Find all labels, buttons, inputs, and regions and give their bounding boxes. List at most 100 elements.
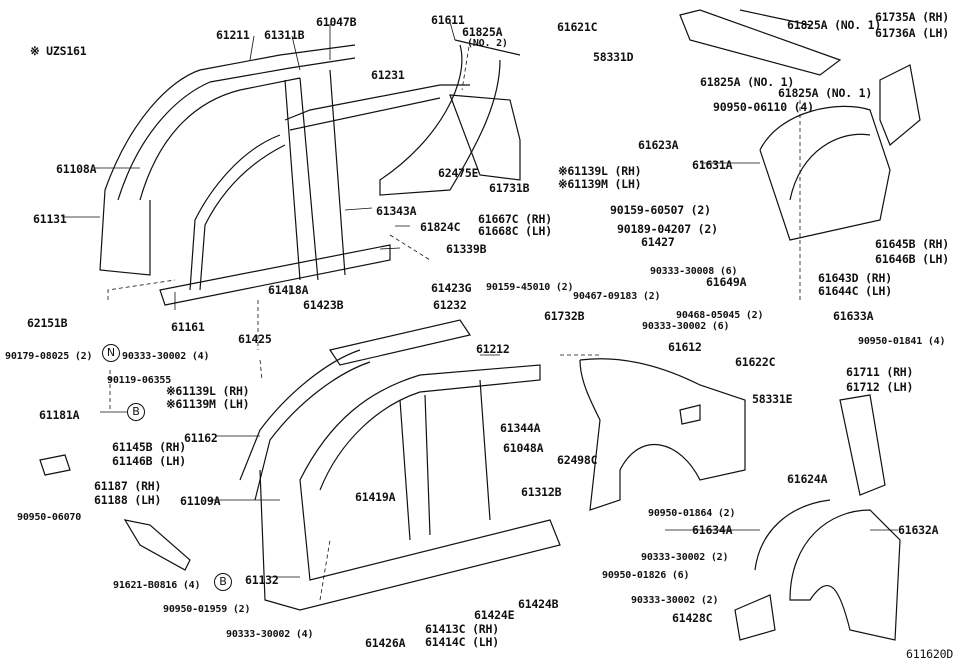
part-label: 61825A (NO. 1) (787, 18, 882, 32)
part-label: ※61139M (LH) (166, 397, 250, 411)
part-label: 61145B (RH) (112, 440, 186, 454)
center-pillar (284, 69, 346, 281)
part-label: 61632A (898, 523, 939, 537)
part-label: 61231 (371, 68, 405, 82)
part-label: 90333-30002 (6) (642, 321, 730, 332)
part-label: 61667C (RH) (478, 212, 552, 226)
part-label: (NO. 2) (467, 38, 508, 49)
part-label: 61631A (692, 158, 733, 172)
part-label: 90333-30008 (6) (650, 266, 738, 277)
part-label: 61624A (787, 472, 828, 486)
part-label: 91621-B0816 (4) (113, 580, 201, 591)
part-label: 61825A (NO. 1) (778, 86, 873, 100)
part-label: 90950-06070 (17, 512, 82, 523)
part-label: 61735A (RH) (875, 10, 949, 24)
roof-rail-inner (284, 84, 470, 131)
part-label: 61712 (LH) (846, 380, 914, 394)
part-label: 61414C (LH) (425, 635, 499, 649)
model-note: ※ UZS161 (30, 44, 87, 58)
cowl-side-bracket (39, 454, 71, 476)
part-label: 90950-01959 (2) (163, 604, 251, 615)
part-label: 61419A (355, 490, 396, 504)
part-label: 61343A (376, 204, 417, 218)
part-label: 61731B (489, 181, 530, 195)
part-label: ※61139L (RH) (558, 164, 642, 178)
part-label: 61312B (521, 485, 562, 499)
part-label: 61643D (RH) (818, 271, 892, 285)
part-label: 61211 (216, 28, 250, 42)
figure-code: 611620D (906, 647, 954, 661)
part-label: 61108A (56, 162, 97, 176)
part-label: 61161 (171, 320, 205, 334)
part-label: 58331E (752, 392, 793, 406)
package-tray (679, 9, 842, 76)
part-label: 61344A (500, 421, 541, 435)
part-label: 61418A (268, 283, 309, 297)
rear-wheelhouse-inner (789, 509, 901, 641)
part-label: 61649A (706, 275, 747, 289)
rear-wheelhouse-outer (759, 105, 891, 241)
part-label: 61423G (431, 281, 472, 295)
rocker-panel-upper (159, 244, 391, 306)
part-label: 61048A (503, 441, 544, 455)
part-label: 61634A (692, 523, 733, 537)
c-pillar-upper (379, 39, 521, 196)
part-label: 90950-01826 (6) (602, 570, 690, 581)
part-label: 61131 (33, 212, 67, 226)
part-label: 61424B (518, 597, 559, 611)
part-label: 61109A (180, 494, 221, 508)
part-label: 61232 (433, 298, 467, 312)
rear-wheelhouse-arc (789, 133, 871, 201)
leader-lines (62, 21, 898, 578)
roof-side-rail-outer (104, 44, 356, 201)
part-label: 61711 (RH) (846, 365, 914, 379)
part-label: 61188 (LH) (94, 493, 162, 507)
part-label: 61047B (316, 15, 357, 29)
part-label: 61633A (833, 309, 874, 323)
part-label: 62498C (557, 453, 598, 467)
dashed-guide-lines (107, 39, 801, 601)
rear-floor-extension (734, 594, 776, 641)
part-label: 61622C (735, 355, 776, 369)
extension-bracket-rh (879, 64, 921, 146)
body-side-outer (259, 364, 561, 611)
part-label: 61162 (184, 431, 218, 445)
part-label: 90119-06355 (107, 375, 172, 386)
part-label: 61623A (638, 138, 679, 152)
part-label: 61187 (RH) (94, 479, 162, 493)
part-label: 61212 (476, 342, 510, 356)
part-label: 61646B (LH) (875, 252, 949, 266)
quarter-panel (579, 358, 746, 511)
part-label: 61423B (303, 298, 344, 312)
part-label: 61825A (462, 25, 503, 39)
part-label: 61611 (431, 13, 465, 27)
part-label: 61668C (LH) (478, 224, 552, 238)
part-label: 90333-30002 (2) (641, 552, 729, 563)
part-label: 90333-30002 (2) (631, 595, 719, 606)
wheelhouse-outer-lower (754, 499, 831, 571)
front-door-opening (189, 134, 286, 291)
part-label: 90333-30002 (4) (226, 629, 314, 640)
part-label: 90159-45010 (2) (486, 282, 574, 293)
front-pillar-lower (239, 349, 371, 501)
part-label: 61181A (39, 408, 80, 422)
part-label: 90189-04207 (2) (617, 222, 718, 236)
part-label: 90950-01864 (2) (648, 508, 736, 519)
part-label: 61425 (238, 332, 272, 346)
part-label: 61645B (RH) (875, 237, 949, 251)
part-label: 90950-06110 (4) (713, 100, 814, 114)
part-label: 61424E (474, 608, 515, 622)
part-label: 62151B (27, 316, 68, 330)
part-label: 90179-08025 (2) (5, 351, 93, 362)
part-label: 61428C (672, 611, 713, 625)
part-label: 61736A (LH) (875, 26, 949, 40)
part-label: 61413C (RH) (425, 622, 499, 636)
part-label: ※61139M (LH) (558, 177, 642, 191)
part-label: 61426A (365, 636, 406, 650)
fuel-door-opening (679, 404, 701, 425)
part-label: 61427 (641, 235, 675, 249)
part-label: 90467-09183 (2) (573, 291, 661, 302)
quarter-extension (839, 394, 886, 496)
